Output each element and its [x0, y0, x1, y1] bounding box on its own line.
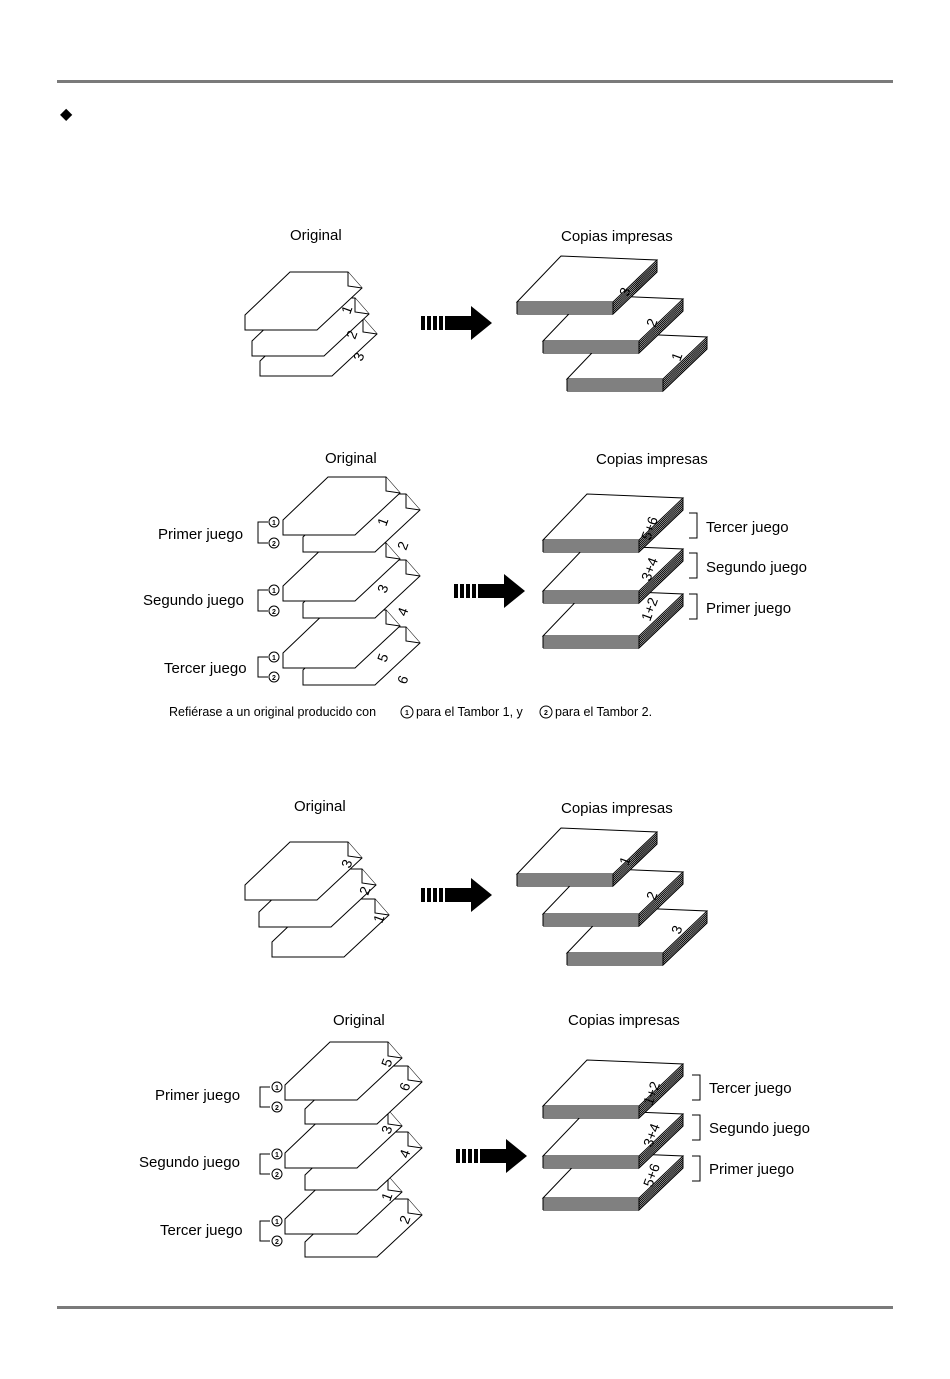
copies-label: Copias impresas [596, 451, 708, 468]
svg-text:2: 2 [275, 1239, 279, 1246]
arrow-icon [421, 878, 492, 912]
original-sheet-5: 5 [282, 609, 401, 669]
svg-text:para el Tambor 2.: para el Tambor 2. [555, 705, 652, 719]
drum-note: Refiérase a un original producido con 1 … [169, 705, 652, 719]
svg-text:2: 2 [275, 1172, 279, 1179]
drum-marks: 1 2 1 2 1 2 [271, 1081, 283, 1247]
svg-text:3+4: 3+4 [638, 555, 661, 583]
copy-stack-top: 5+6 [542, 493, 684, 553]
copy-stack-2: 2 [542, 294, 684, 354]
copy-set-label-first: Primer juego [709, 1161, 794, 1178]
svg-text:2: 2 [272, 609, 276, 616]
diagram-4: Original Copias impresas Primer juego Se… [139, 1012, 810, 1258]
original-sheet-middle: 2 [258, 868, 377, 928]
copy-stack-1: 1 [566, 332, 708, 392]
copy-set-label-first: Primer juego [706, 600, 791, 617]
original-sheet-4: 4 [304, 1131, 423, 1191]
set-label-third: Tercer juego [164, 660, 247, 677]
copy-stack-bottom: 1+2 [542, 589, 684, 649]
original-label: Original [333, 1012, 385, 1029]
original-sheet-6: 6 [304, 1065, 423, 1125]
copy-set-brackets [692, 1074, 701, 1182]
top-rule [57, 80, 893, 83]
svg-text:Refiérase a un original produc: Refiérase a un original producido con [169, 705, 376, 719]
arrow-icon [454, 574, 525, 608]
copy-set-label-third: Tercer juego [709, 1080, 792, 1097]
set-label-second: Segundo juego [143, 592, 244, 609]
svg-text:1: 1 [275, 1219, 279, 1226]
original-label: Original [294, 798, 346, 815]
svg-text:3: 3 [350, 350, 368, 363]
set-label-first: Primer juego [158, 526, 243, 543]
svg-text:2: 2 [394, 539, 412, 552]
svg-text:1: 1 [272, 588, 276, 595]
original-sheet-2: 2 [304, 1198, 423, 1258]
original-label: Original [290, 227, 342, 244]
original-sheet-5: 5 [284, 1041, 403, 1101]
original-sheet-3: 3 [284, 1109, 403, 1169]
copy-stack-top: 1 [516, 827, 658, 887]
drum-brackets [257, 521, 268, 678]
svg-text:5+6: 5+6 [640, 1161, 663, 1189]
svg-text:6: 6 [394, 673, 412, 686]
drum-brackets [259, 1086, 270, 1242]
svg-text:1: 1 [272, 655, 276, 662]
original-sheet-bottom: 1 [271, 898, 390, 958]
original-sheet-top: 3 [244, 841, 363, 901]
svg-text:2: 2 [272, 541, 276, 548]
svg-text:1+2: 1+2 [640, 1079, 663, 1107]
svg-text:2: 2 [275, 1105, 279, 1112]
svg-text:1: 1 [275, 1085, 279, 1092]
copy-stack-top: 1+2 [542, 1059, 684, 1119]
svg-text:para el Tambor 1, y: para el Tambor 1, y [416, 705, 524, 719]
copy-set-label-third: Tercer juego [706, 519, 789, 536]
svg-text:2: 2 [272, 675, 276, 682]
copy-stack-bottom: 3 [566, 906, 708, 966]
arrow-icon [421, 306, 492, 340]
svg-text:2: 2 [544, 710, 548, 717]
diagram-3: Original Copias impresas 1 2 3 3 2 1 [244, 798, 708, 966]
set-label-third: Tercer juego [160, 1222, 243, 1239]
copy-set-label-second: Segundo juego [706, 559, 807, 576]
copy-stack-3: 3 [516, 255, 658, 315]
copies-label: Copias impresas [568, 1012, 680, 1029]
diamond-bullet-icon: ◆ [60, 106, 73, 123]
original-sheet-1: 1 [282, 476, 401, 536]
set-label-second: Segundo juego [139, 1154, 240, 1171]
bottom-rule [57, 1306, 893, 1309]
copy-stack-middle: 3+4 [542, 544, 684, 604]
set-label-first: Primer juego [155, 1087, 240, 1104]
diagram-2: Original Copias impresas Primer juego Se… [143, 450, 807, 719]
arrow-icon [456, 1139, 527, 1173]
svg-text:1: 1 [405, 710, 409, 717]
original-sheet-1: 1 [284, 1175, 403, 1235]
svg-text:1: 1 [275, 1152, 279, 1159]
copy-set-brackets [689, 512, 698, 620]
copy-set-label-second: Segundo juego [709, 1120, 810, 1137]
copies-label: Copias impresas [561, 800, 673, 817]
svg-text:3+4: 3+4 [640, 1121, 663, 1149]
copy-stack-middle: 3+4 [542, 1109, 684, 1169]
svg-text:4: 4 [394, 605, 412, 618]
svg-text:1+2: 1+2 [638, 595, 661, 623]
copy-stack-bottom: 5+6 [542, 1151, 684, 1211]
original-label: Original [325, 450, 377, 467]
drum-marks: 1 2 1 2 1 2 [268, 516, 280, 683]
copy-stack-middle: 2 [542, 867, 684, 927]
svg-text:5+6: 5+6 [638, 514, 661, 542]
diagram-1: Original Copias impresas 3 2 1 1 2 3 [244, 227, 708, 392]
svg-text:1: 1 [272, 520, 276, 527]
copies-label: Copias impresas [561, 228, 673, 245]
